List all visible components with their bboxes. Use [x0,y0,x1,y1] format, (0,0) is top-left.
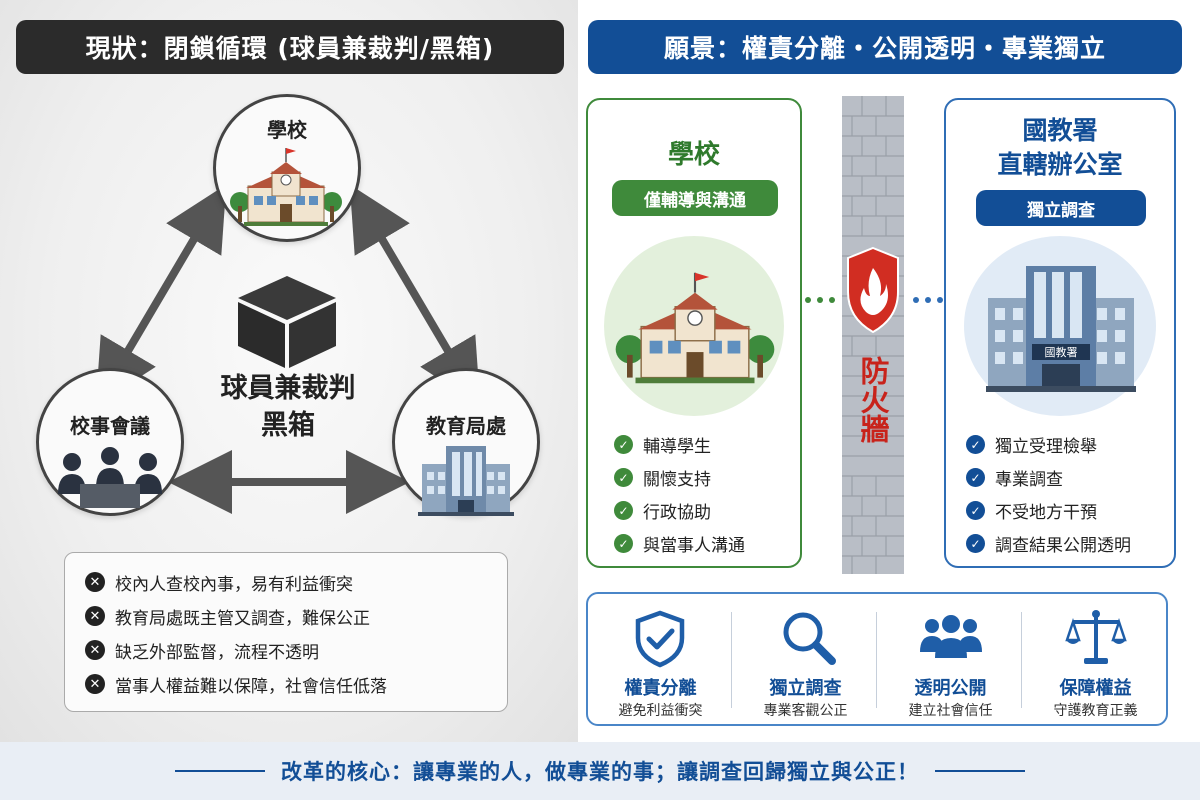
school-duty-list: ✓ 輔導學生 ✓ 關懷支持 ✓ 行政協助 ✓ 與當事人溝通 [614,428,745,560]
principle-title: 權責分離 [624,678,697,699]
footer-line-left [175,770,265,772]
arrow-school-bureau [349,184,481,406]
duty-text: 與當事人溝通 [643,536,745,556]
node-school-label: 學校 [267,118,307,142]
shield-check-icon [635,610,685,668]
people-icon [920,615,982,658]
school-card-pill: 僅輔導與溝通 [612,180,778,216]
problem-text: 缺乏外部監督，流程不透明 [115,642,319,663]
problem-item: ✕ 校內人查校內事，易有利益衝突 [85,565,487,599]
scales-icon [1065,610,1127,664]
problem-text: 校內人查校內事，易有利益衝突 [115,574,353,595]
principles-panel: 權責分離 避免利益衝突 獨立調查 專業客觀公正 透明公開 建立社會信任 [586,592,1168,726]
cross-icon: ✕ [85,606,105,626]
center-label-line2: 黑箱 [261,410,315,441]
check-icon: ✓ [966,468,985,487]
footer-text: 改革的核心：讓專業的人，做專業的事；讓調查回歸獨立與公正！ [281,760,919,784]
center-label: 球員兼裁判 黑箱 [198,370,378,444]
problem-item: ✕ 教育局處既主管又調查，難保公正 [85,599,487,633]
duty-text: 輔導學生 [643,437,711,457]
meeting-people-icon [58,447,162,508]
list-item: ✓ 獨立受理檢舉 [966,428,1131,461]
agency-title-line2: 直轄辦公室 [997,150,1123,179]
duty-text: 專業調查 [995,470,1063,490]
list-item: ✓ 關懷支持 [614,461,745,494]
list-item: ✓ 調查結果公開透明 [966,527,1131,560]
duty-text: 獨立受理檢舉 [995,437,1097,457]
check-icon: ✓ [966,501,985,520]
magnifier-icon [783,612,836,665]
problem-text: 當事人權益難以保障，社會信任低落 [115,676,387,697]
check-icon: ✓ [966,435,985,454]
principle-item: 權責分離 避免利益衝突 [588,594,733,724]
cross-icon: ✕ [85,674,105,694]
firewall-label: 防火牆 [842,356,904,453]
check-icon: ✓ [614,534,633,553]
agency-building-icon [986,266,1136,392]
principle-subtitle: 避免利益衝突 [618,703,703,719]
school-building-icon [615,272,775,384]
problem-item: ✕ 當事人權益難以保障，社會信任低落 [85,667,487,701]
principle-subtitle: 建立社會信任 [908,703,993,719]
list-item: ✓ 與當事人溝通 [614,527,745,560]
divider [731,612,732,708]
duty-text: 調查結果公開透明 [995,536,1131,556]
center-label-line1: 球員兼裁判 [220,373,356,404]
agency-card-pill: 獨立調查 [976,190,1146,226]
principle-title: 獨立調查 [769,678,842,699]
list-item: ✓ 輔導學生 [614,428,745,461]
check-icon: ✓ [614,501,633,520]
agency-card: 國教署 直轄辦公室 獨立調查 國教署 ✓ 獨立受理檢舉 ✓ 專業調查 ✓ 不受地方干預… [944,98,1176,568]
divider [1021,612,1022,708]
arrow-school-meeting [95,184,227,406]
check-icon: ✓ [966,534,985,553]
agency-title-line1: 國教署 [1022,116,1098,145]
bureau-building-icon [418,446,514,516]
current-state-banner: 現狀：閉鎖循環 (球員兼裁判/黑箱) [16,20,564,74]
firewall [842,96,904,574]
problem-text: 教育局處既主管又調查，難保公正 [115,608,370,629]
cross-icon: ✕ [85,640,105,660]
footer-banner: 改革的核心：讓專業的人，做專業的事；讓調查回歸獨立與公正！ [0,742,1200,800]
footer-line-right [935,770,1025,772]
principle-item: 透明公開 建立社會信任 [878,594,1023,724]
school-building-icon [230,148,342,226]
principle-title: 保障權益 [1059,678,1132,699]
check-icon: ✓ [614,468,633,487]
agency-card-title: 國教署 直轄辦公室 [946,114,1174,182]
firewall-label-text: 防火牆 [856,356,890,443]
cross-icon: ✕ [85,572,105,592]
principle-subtitle: 專業客觀公正 [763,703,848,719]
black-box-icon [238,276,336,368]
check-icon: ✓ [614,435,633,454]
duty-text: 不受地方干預 [995,503,1097,523]
vision-banner: 願景：權責分離・公開透明・專業獨立 [588,20,1182,74]
principle-subtitle: 守護教育正義 [1053,703,1138,719]
school-card: 學校 僅輔導與溝通 ✓ 輔導學生 ✓ 關懷支持 ✓ 行政協助 ✓ 與當事人溝通 [586,98,802,568]
principle-title: 透明公開 [914,678,987,699]
list-item: ✓ 專業調查 [966,461,1131,494]
school-card-title: 學校 [667,140,720,170]
node-meeting-label: 校事會議 [70,414,150,438]
principle-item: 獨立調查 專業客觀公正 [733,594,878,724]
list-item: ✓ 行政協助 [614,494,745,527]
problem-item: ✕ 缺乏外部監督，流程不透明 [85,633,487,667]
principle-item: 保障權益 守護教育正義 [1023,594,1168,724]
duty-text: 關懷支持 [643,470,711,490]
node-bureau-label: 教育局處 [426,414,506,438]
wall-connectors [805,297,943,303]
list-item: ✓ 不受地方干預 [966,494,1131,527]
agency-duty-list: ✓ 獨立受理檢舉 ✓ 專業調查 ✓ 不受地方干預 ✓ 調查結果公開透明 [966,428,1131,560]
divider [876,612,877,708]
duty-text: 行政協助 [643,503,711,523]
building-sign: 國教署 [1044,346,1078,359]
cycle-arrows [95,184,481,514]
problem-list: ✕ 校內人查校內事，易有利益衝突 ✕ 教育局處既主管又調查，難保公正 ✕ 缺乏外部監督… [64,552,508,712]
